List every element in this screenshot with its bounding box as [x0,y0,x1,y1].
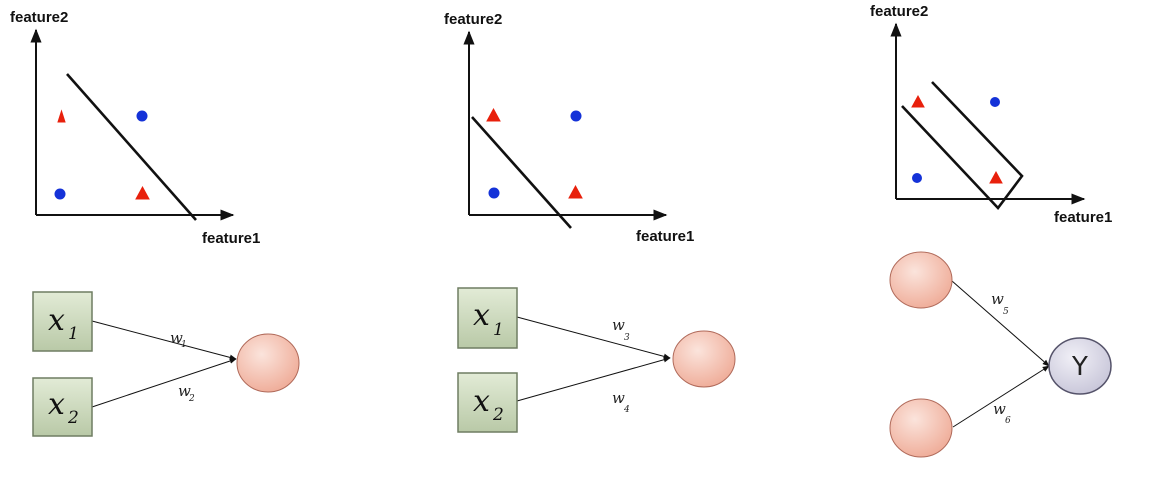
input-node-x2: x 2 [32,377,93,437]
x-axis-label: feature1 [1054,209,1112,226]
weight-label: w 2 [178,382,195,404]
network-2: x 1 x 2 w 3 w 4 [457,287,736,433]
plot-and: feature2 feature1 [10,9,260,247]
input-sub: 1 [68,324,79,344]
weight-label: w 1 [170,329,187,350]
triangle-point [57,109,66,123]
svg-text:2: 2 [188,394,195,404]
edge-x2-out [516,357,671,402]
x-axis-label: feature1 [636,228,694,245]
triangle-point [135,185,150,200]
input-var: x [48,387,65,422]
circle-point [488,187,500,199]
triangle-point [989,170,1003,184]
output-label: Y [1071,352,1088,382]
svg-text:6: 6 [1005,416,1011,426]
svg-text:w: w [178,382,191,400]
svg-text:w: w [170,329,183,347]
input-var: x [473,298,490,333]
input-node-x1: x 1 [32,291,93,352]
decision-boundary [66,73,197,221]
plot-xor: feature2 feature1 [870,3,1112,226]
triangle-point [486,107,501,122]
input-node-x2: x 2 [457,372,518,433]
circle-point [912,173,922,183]
triangle-point [911,94,925,108]
svg-text:4: 4 [623,405,630,415]
svg-text:3: 3 [624,333,630,343]
circle-point [54,188,66,200]
output-neuron [672,330,736,388]
network-1: x 1 x 2 w 1 w 2 [32,291,300,437]
svg-text:w: w [991,290,1004,308]
decision-boundary [901,81,1024,211]
input-sub: 1 [493,320,504,340]
weight-label: w 6 [993,400,1011,426]
edge-x1-out [91,320,237,361]
edge-h1-out [951,280,1050,367]
output-neuron [236,333,300,393]
circle-point [990,97,1000,107]
output-neuron [1048,337,1112,395]
input-var: x [473,384,490,419]
hidden-neuron [889,251,953,309]
input-node-x1: x 1 [457,287,518,349]
circle-point [570,110,582,122]
input-var: x [48,303,65,338]
y-axis-label: feature2 [10,9,68,26]
weight-label: w 4 [612,389,630,415]
decision-boundary [471,116,572,229]
edge-x1-out [516,316,671,360]
svg-text:w: w [612,316,625,334]
input-sub: 2 [492,405,504,425]
triangle-point [568,184,583,199]
weight-label: w 5 [991,290,1009,317]
input-sub: 2 [67,408,79,428]
edge-h2-out [952,365,1050,428]
svg-text:1: 1 [181,340,187,350]
svg-text:w: w [612,389,625,407]
svg-text:w: w [993,400,1006,418]
y-axis-label: feature2 [444,11,502,28]
plot-or: feature2 feature1 [444,11,694,245]
x-axis-label: feature1 [202,230,260,247]
weight-label: w 3 [612,316,630,343]
network-3: w 5 w 6 Y [889,251,1112,458]
svg-text:5: 5 [1003,307,1009,317]
circle-point [136,110,148,122]
edge-x2-out [91,358,237,408]
y-axis-label: feature2 [870,3,928,20]
hidden-neuron [889,398,953,458]
